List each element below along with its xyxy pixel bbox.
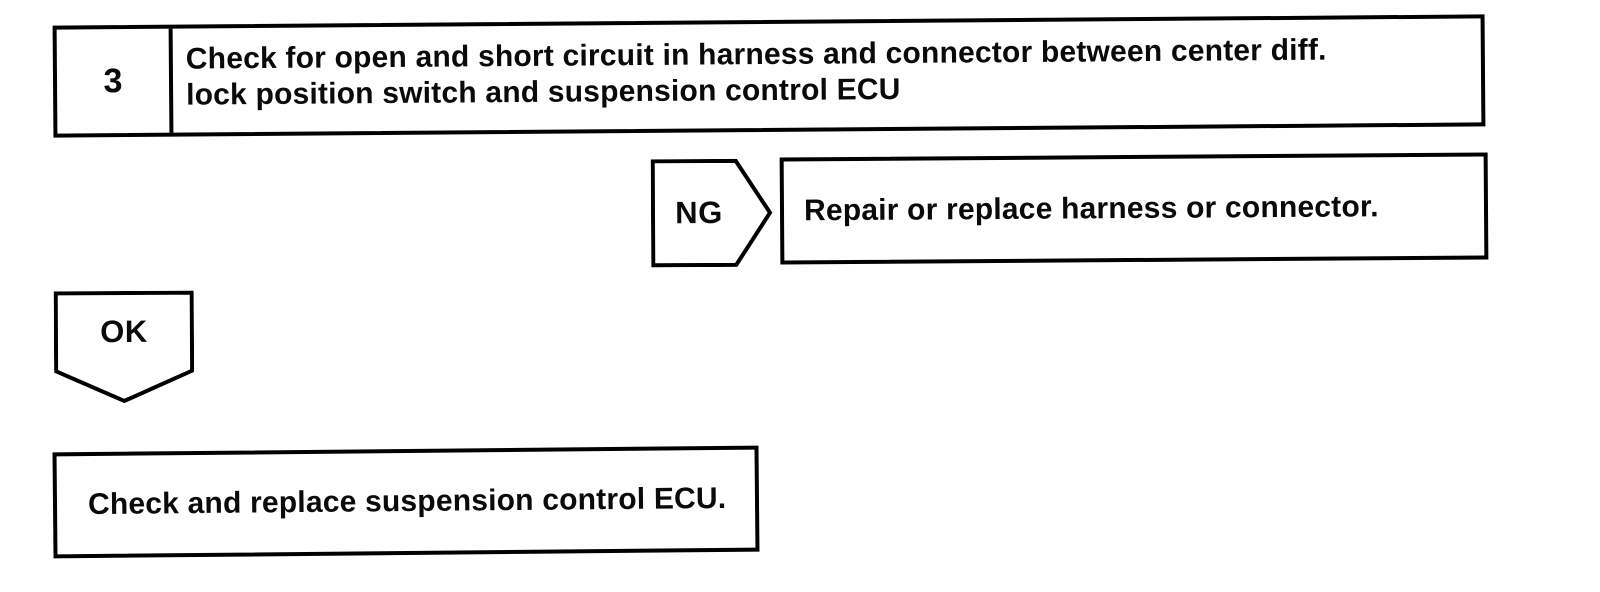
step-header-box: 3 Check for open and short circuit in ha…: [52, 14, 1486, 138]
step-title: Check for open and short circuit in harn…: [173, 18, 1482, 132]
ok-connector: OK: [53, 290, 195, 404]
ok-connector-label: OK: [100, 313, 148, 350]
ng-pentagon-shape: [650, 158, 773, 268]
ng-action-text: Repair or replace harness or connector.: [803, 189, 1379, 227]
ng-action-box: Repair or replace harness or connector.: [779, 152, 1489, 265]
ok-action-box: Check and replace suspension control ECU…: [52, 445, 760, 559]
ok-action-text: Check and replace suspension control ECU…: [87, 481, 727, 522]
ng-connector: NG: [650, 158, 774, 268]
ng-connector-label: NG: [675, 194, 723, 231]
ok-pentagon-shape: [53, 290, 195, 404]
step-number: 3: [56, 28, 174, 134]
